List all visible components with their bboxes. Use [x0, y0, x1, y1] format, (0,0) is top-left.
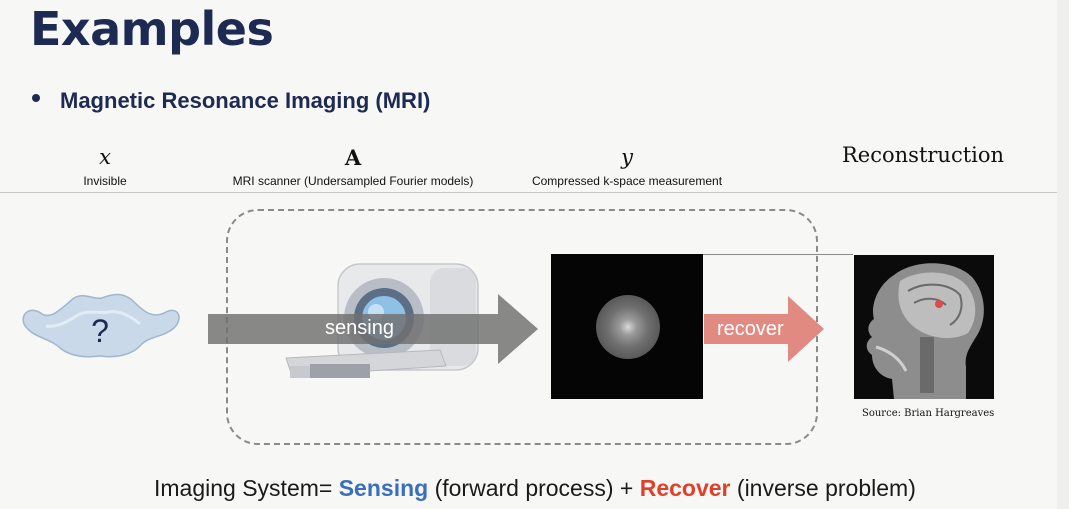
- column-a-label: MRI scanner (Undersampled Fourier models…: [232, 174, 474, 188]
- slide-title: Examples: [30, 2, 274, 56]
- bullet-dot: [32, 94, 40, 102]
- column-x-label: Invisible: [83, 174, 127, 188]
- column-y-label: Compressed k-space measurement: [531, 174, 723, 188]
- image-source-credit: Source: Brian Hargreaves: [862, 408, 995, 419]
- kspace-center-disc: [596, 295, 660, 359]
- reconstructed-mri-image: [854, 255, 994, 399]
- slide-edge: [1057, 0, 1069, 509]
- header-divider: [0, 192, 1057, 193]
- column-x-symbol: x: [99, 145, 111, 169]
- imaging-system-equation: Imaging System= Sensing (forward process…: [154, 475, 916, 502]
- sensing-arrow-label: sensing: [325, 317, 394, 339]
- equation-prefix: Imaging System=: [154, 475, 339, 501]
- unknown-image-illustration: ?: [22, 293, 180, 358]
- column-y-symbol: y: [621, 145, 633, 169]
- connector-line: [703, 254, 853, 255]
- sensing-arrow: [208, 294, 538, 364]
- equation-middle: (forward process) +: [428, 475, 640, 501]
- equation-sensing-term: Sensing: [338, 475, 429, 501]
- equation-recover-term: Recover: [639, 475, 731, 501]
- column-a-symbol: A: [344, 145, 362, 170]
- recover-arrow: [704, 296, 824, 362]
- bullet-text: Magnetic Resonance Imaging (MRI): [60, 88, 431, 113]
- equation-suffix: (inverse problem): [730, 475, 916, 501]
- column-reconstruction-title: Reconstruction: [842, 143, 1005, 167]
- recover-arrow-label: recover: [717, 318, 784, 340]
- unknown-question-mark: ?: [91, 313, 109, 349]
